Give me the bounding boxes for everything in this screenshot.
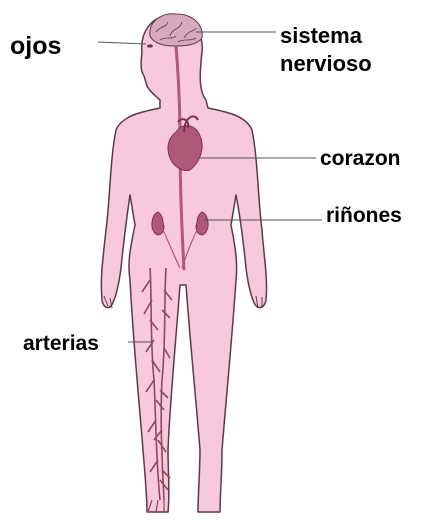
eye-icon <box>147 44 153 47</box>
leader-ojos <box>98 42 146 44</box>
label-corazon: corazon <box>320 148 401 169</box>
label-sistema-line2: nervioso <box>280 50 372 78</box>
label-sistema-nervioso: sistema nervioso <box>280 22 372 77</box>
label-sistema-line1: sistema <box>280 22 372 50</box>
label-arterias: arterias <box>23 333 99 354</box>
label-rinones: riñones <box>326 205 402 226</box>
label-ojos: ojos <box>10 34 61 59</box>
